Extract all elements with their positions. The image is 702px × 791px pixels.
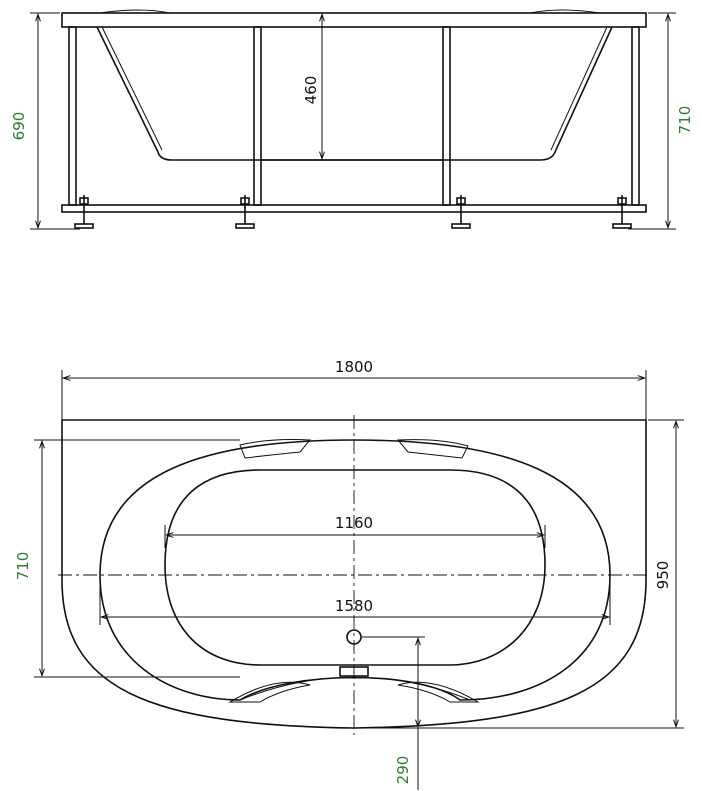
inner-width-dimension: 710 [14, 439, 240, 678]
rim-inner-edge [99, 439, 611, 701]
bowl-length-label: 1580 [335, 597, 373, 615]
bathtub-rim [61, 12, 647, 28]
overall-height-label: 690 [10, 112, 28, 141]
frame-post [253, 26, 262, 206]
adjustable-foot [74, 195, 94, 229]
drain-icon [346, 629, 362, 645]
armrest-recess [228, 681, 480, 703]
width-label: 950 [654, 561, 672, 590]
adjustable-foot [235, 195, 255, 229]
adjustable-foot [451, 195, 471, 229]
rim-height-dimension: 710 [628, 12, 694, 230]
floor-length-label: 1160 [335, 514, 373, 532]
tub-floor-contour [164, 469, 546, 666]
tub-shell-outer [96, 26, 613, 161]
inner-depth-dimension: 460 [302, 15, 322, 158]
length-label: 1800 [335, 358, 373, 376]
headrest-recess [396, 439, 469, 459]
bowl-length-dimension: 1580 [99, 580, 611, 625]
rim-headrest-bumps [99, 9, 601, 14]
top-view: 1800 1160 1580 710 950 [14, 358, 684, 790]
overflow-icon [339, 666, 369, 677]
headrest-recess [239, 439, 312, 459]
inner-width-label: 710 [14, 552, 32, 581]
inner-depth-label: 460 [302, 76, 320, 105]
frame-post [68, 26, 77, 206]
frame-base-rail [61, 204, 647, 213]
width-dimension: 950 [356, 419, 684, 729]
tub-shell-inner [101, 26, 608, 151]
drain-offset-label: 290 [394, 756, 412, 785]
frame-post [442, 26, 451, 206]
drain-offset-dimension: 290 [362, 636, 425, 790]
adjustable-foot [612, 195, 632, 229]
floor-length-dimension: 1160 [164, 514, 546, 548]
side-view: 690 710 460 [10, 9, 694, 230]
overall-height-dimension: 690 [10, 12, 80, 230]
length-dimension: 1800 [61, 358, 647, 420]
rim-height-label: 710 [676, 106, 694, 135]
frame-post [631, 26, 640, 206]
